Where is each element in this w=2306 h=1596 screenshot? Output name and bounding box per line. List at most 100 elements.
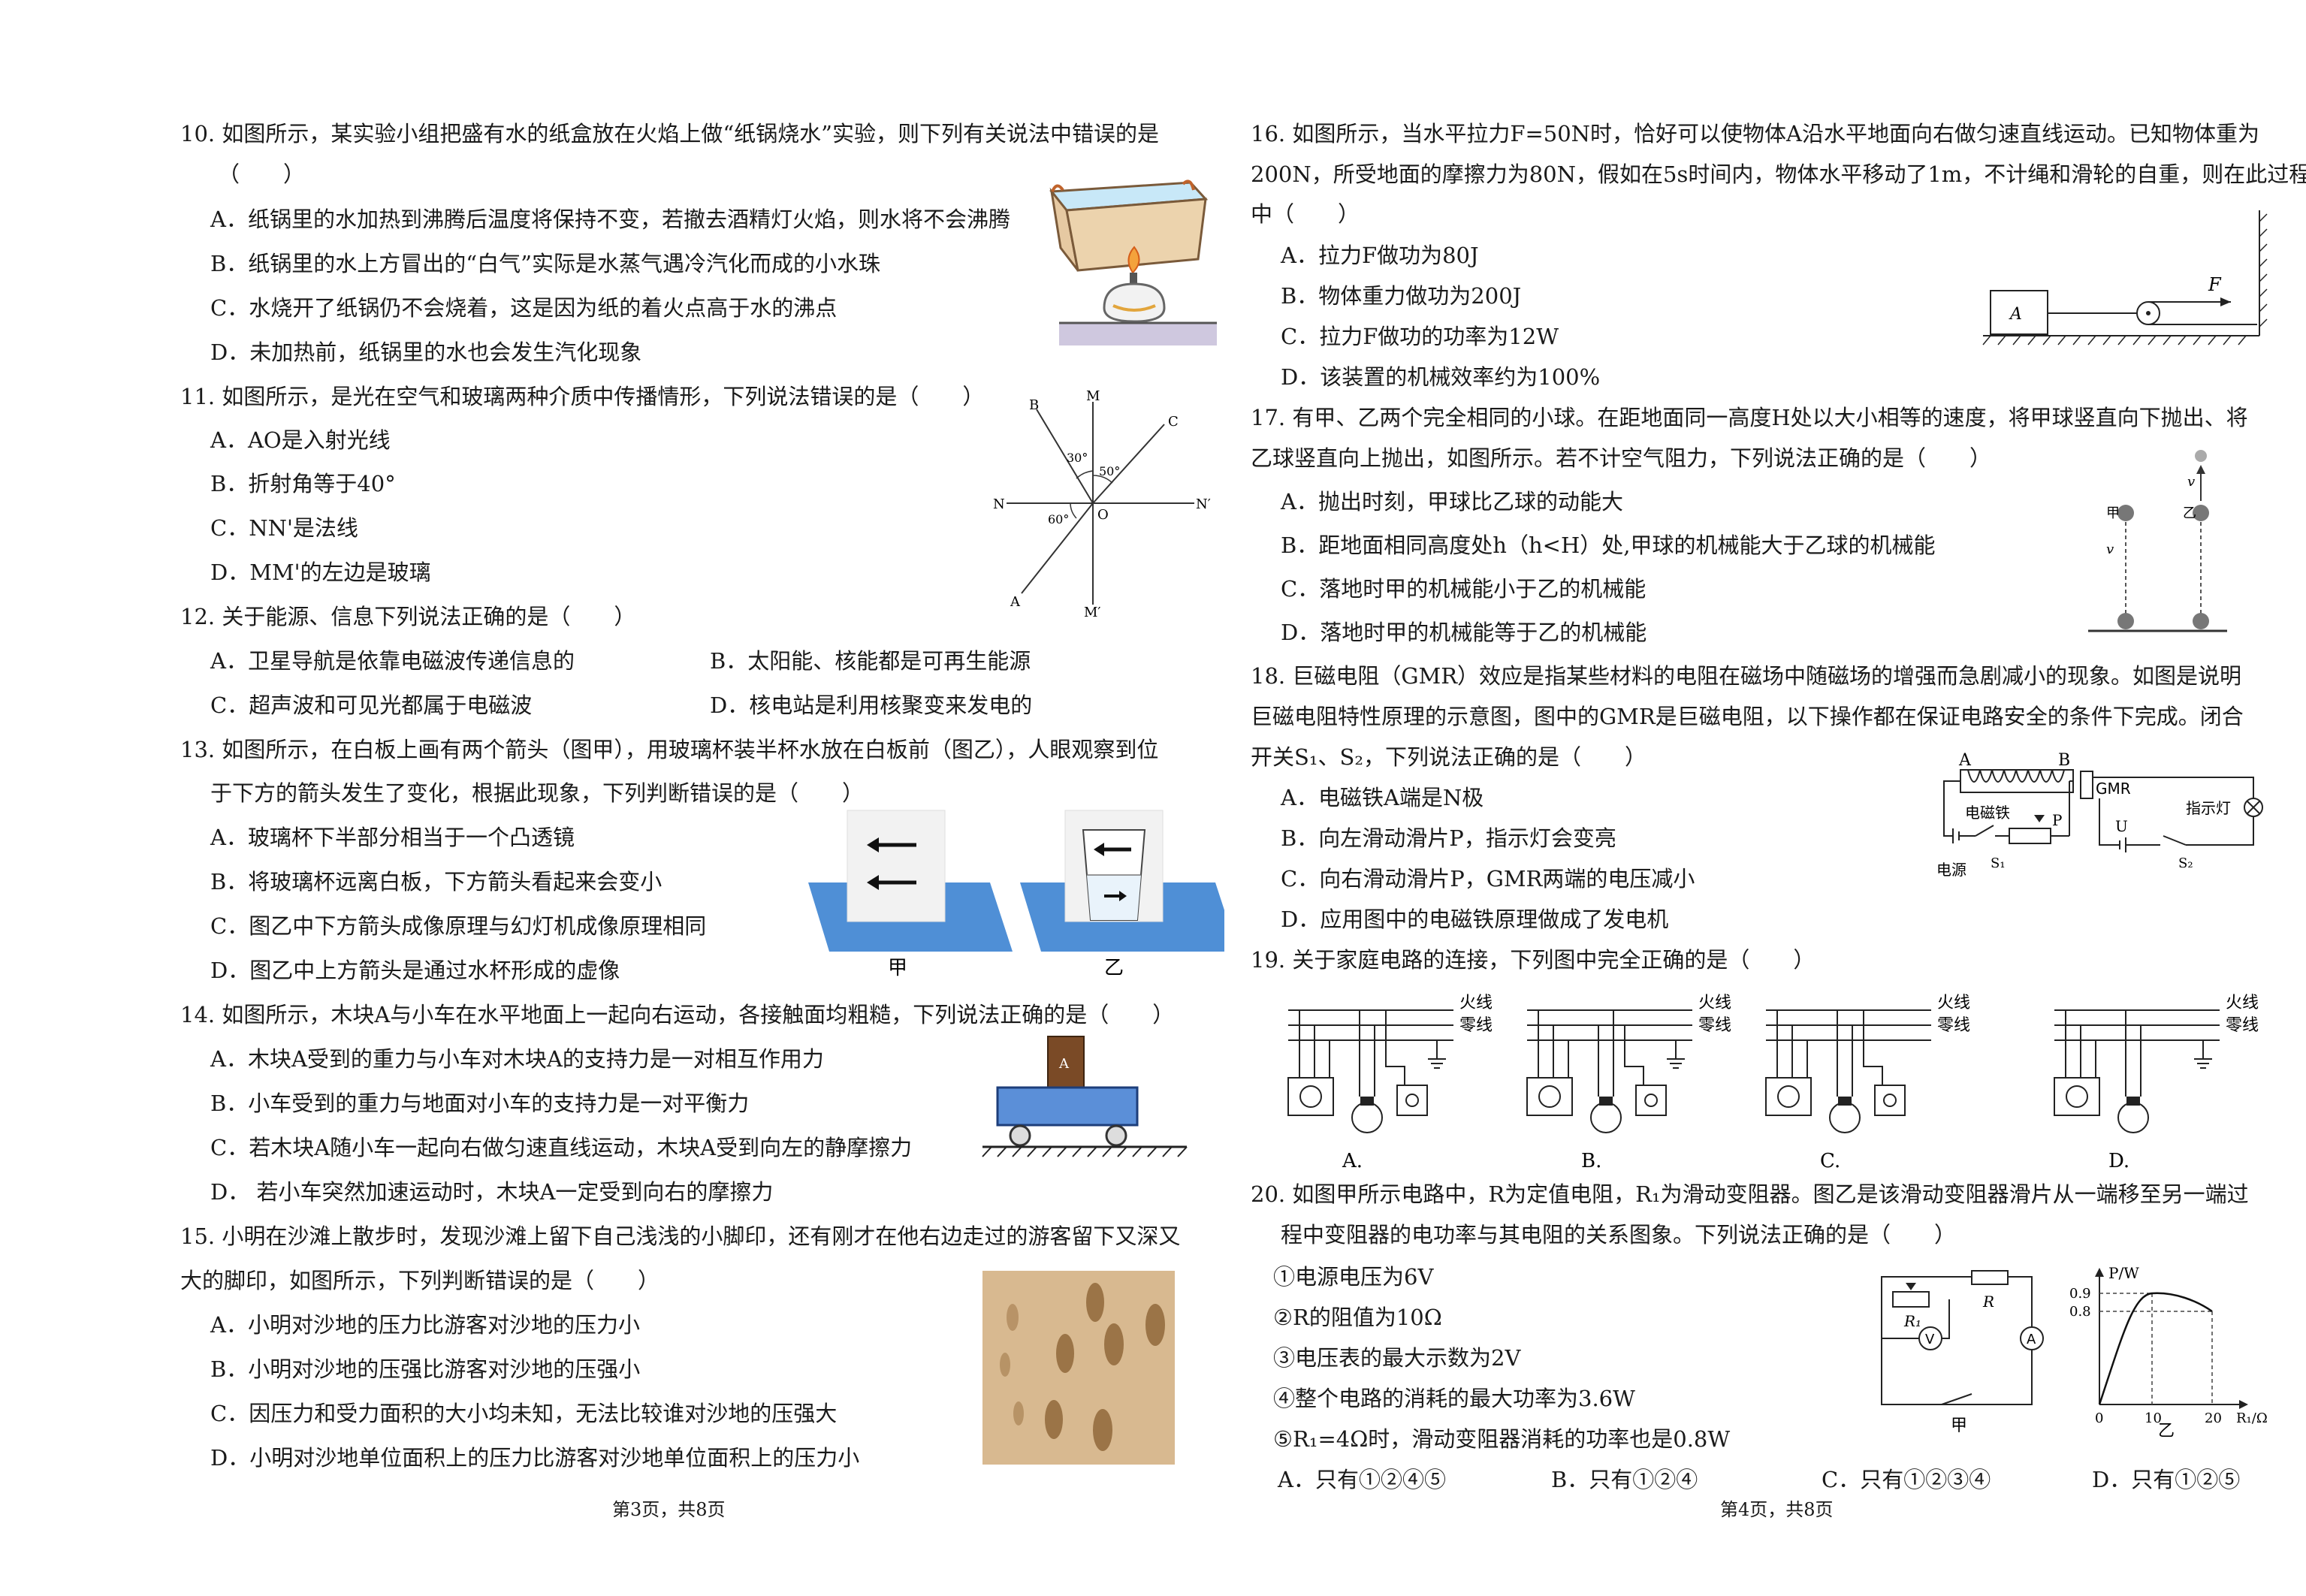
q18-option-c: C．向右滑动滑片P，GMR两端的电压减小 — [1281, 866, 1695, 892]
zero-line-label-c: 零线 — [1937, 1016, 1970, 1035]
paper-pot-figure — [1049, 180, 1217, 345]
angle-30: 30° — [1067, 451, 1088, 465]
q13-option-d: D．图乙中上方箭头是通过水杯形成的虚像 — [210, 958, 620, 983]
ray-label-n-prime: N′ — [1196, 496, 1211, 512]
ray-label-a: A — [1010, 594, 1021, 610]
q20-choice-b: B．只有①②④ — [1551, 1467, 1698, 1492]
q19-stem: 19. 关于家庭电路的连接，下列图中完全正确的是（ ） — [1251, 947, 1816, 973]
x-axis-label: R₁/Ω — [2236, 1410, 2268, 1426]
q10-option-b: B．纸锅里的水上方冒出的“白气”实际是水蒸气遇冷汽化而成的小水珠 — [210, 251, 880, 276]
fire-line-label-b: 火线 — [1698, 994, 1731, 1012]
q10-option-c: C．水烧开了纸锅仍不会烧着，这是因为纸的着火点高于水的沸点 — [210, 295, 838, 321]
q20-stem-line1: 20. 如图甲所示电路中，R为定值电阻，R₁为滑动变阻器。图乙是该滑动变阻器滑片… — [1251, 1181, 2249, 1207]
q20-stem-line2: 程中变阻器的电功率与其电阻的关系图象。下列说法正确的是（ ） — [1281, 1222, 1957, 1248]
q13-stem-line1: 13. 如图所示，在白板上画有两个箭头（图甲），用玻璃杯装半杯水放在白板前（图乙… — [180, 737, 1159, 762]
cart-figure: A — [982, 1036, 1188, 1157]
q18-stem-line1: 18. 巨磁电阻（GMR）效应是指某些材料的电阻在磁场中随磁场的增强而急剧减小的… — [1251, 663, 2242, 689]
pulley-figure: A F — [1982, 210, 2268, 345]
fire-line-label-a: 火线 — [1459, 994, 1493, 1012]
q16-stem-line2: 200N，所受地面的摩擦力为80N，假如在5s时间内，物体水平移动了1m，不计绳… — [1251, 161, 2306, 187]
q16-option-c: C．拉力F做功的功率为12W — [1281, 324, 1559, 349]
balls-figure: v 乙 甲 v — [2088, 450, 2227, 632]
q10-stem-line2: （ ） — [218, 161, 306, 187]
q11-option-b: B．折射角等于40° — [210, 471, 396, 496]
q16-stem-line3: 中（ ） — [1251, 201, 1360, 227]
q12-stem: 12. 关于能源、信息下列说法正确的是（ ） — [180, 604, 636, 629]
ray-label-o: O — [1097, 507, 1109, 523]
block-a-label: A — [1058, 1056, 1070, 1072]
q13-option-b: B．将玻璃杯远离白板，下方箭头看起来会变小 — [210, 869, 663, 895]
fig-caption-jia: 甲 — [1951, 1416, 1967, 1435]
x-tick-20: 20 — [2205, 1410, 2222, 1426]
q11-option-d: D．MM'的左边是玻璃 — [210, 560, 431, 585]
q14-option-b: B．小车受到的重力与地面对小车的支持力是一对平衡力 — [210, 1091, 750, 1116]
x-tick-0: 0 — [2095, 1410, 2103, 1426]
zero-line-label-d: 零线 — [2226, 1016, 2259, 1035]
q17-option-a: A．抛出时刻，甲球比乙球的动能大 — [1281, 489, 1623, 514]
q10-option-a: A．纸锅里的水加热到沸腾后温度将保持不变，若撤去酒精灯火焰，则水将不会沸腾 — [210, 207, 1010, 232]
caption-c: C. — [1820, 1150, 1840, 1172]
angle-50: 50° — [1099, 464, 1120, 478]
electromagnet-label: 电磁铁 — [1965, 804, 2010, 822]
q17-option-c: C．落地时甲的机械能小于乙的机械能 — [1281, 576, 1646, 602]
q11-option-a: A．AO是入射光线 — [210, 427, 391, 453]
q11-stem: 11. 如图所示，是光在空气和玻璃两种介质中传播情形，下列说法错误的是（ ） — [180, 384, 985, 409]
circuit-option-c: 火线 零线 C. — [1765, 994, 1970, 1172]
q12-option-b: B．太阳能、核能都是可再生能源 — [710, 648, 1031, 674]
q15-stem-line2: 大的脚印，如图所示，下列判断错误的是（ ） — [180, 1268, 660, 1293]
q16-option-d: D．该装置的机械效率约为100% — [1281, 364, 1601, 390]
circuit-option-a: 火线 零线 A. — [1287, 994, 1493, 1172]
q12-option-d: D．核电站是利用核聚变来发电的 — [710, 692, 1033, 718]
q17-stem-line1: 17. 有甲、乙两个完全相同的小球。在距地面同一高度H处以大小相等的速度，将甲球… — [1251, 405, 2248, 430]
q15-option-b: B．小明对沙地的压强比游客对沙地的压强小 — [210, 1356, 641, 1382]
block-a-label: A — [2009, 305, 2022, 324]
v-label-yi: v — [2187, 474, 2195, 490]
q18-option-a: A．电磁铁A端是N极 — [1281, 785, 1484, 810]
q11-option-c: C．NN'是法线 — [210, 515, 358, 541]
angle-60: 60° — [1048, 512, 1069, 526]
q18-stem-line3: 开关S₁、S₂，下列说法正确的是（ ） — [1251, 744, 1646, 770]
fire-line-label-d: 火线 — [2226, 994, 2259, 1012]
q16-option-a: A．拉力F做功为80J — [1281, 243, 1479, 268]
pole-a-label: A — [1958, 751, 1972, 770]
q14-option-d: D． 若小车突然加速运动时，木块A一定受到向右的摩擦力 — [210, 1179, 774, 1205]
power-source-label: 电源 — [1936, 861, 1966, 879]
voltmeter-v-label: V — [1925, 1332, 1935, 1347]
q20-choice-c: C．只有①②③④ — [1822, 1467, 1991, 1492]
r1-label: R₁ — [1903, 1312, 1921, 1330]
footprints-photo — [982, 1271, 1175, 1465]
q14-stem: 14. 如图所示，木块A与小车在水平地面上一起向右运动，各接触面均粗糙，下列说法… — [180, 1002, 1175, 1027]
ray-label-c: C — [1168, 414, 1179, 430]
q13-stem-line2: 于下方的箭头发生了变化，根据此现象，下列判断错误的是（ ） — [210, 780, 865, 806]
switch-s2-label: S₂ — [2178, 855, 2193, 871]
caption-b: B. — [1581, 1150, 1601, 1172]
q15-option-d: D．小明对沙地单位面积上的压力比游客对沙地单位面积上的压力小 — [210, 1445, 860, 1471]
arrow-lens-figure: 甲 乙 — [808, 810, 1224, 979]
q16-stem-line1: 16. 如图所示，当水平拉力F=50N时，恰好可以使物体A沿水平地面向右做匀速直… — [1251, 121, 2259, 146]
q17-stem-line2: 乙球竖直向上抛出，如图所示。若不计空气阻力，下列说法正确的是（ ） — [1251, 445, 1992, 471]
q15-stem-line1: 15. 小明在沙滩上散步时，发现沙滩上留下自己浅浅的小脚印，还有刚才在他右边走过… — [180, 1223, 1181, 1249]
page-number-left: 第3页，共8页 — [612, 1499, 726, 1520]
y-tick-09: 0.9 — [2069, 1286, 2091, 1302]
fig-caption-yi: 乙 — [1104, 957, 1124, 979]
q18-stem-line2: 巨磁电阻特性原理的示意图，图中的GMR是巨磁电阻，以下操作都在保证电路安全的条件… — [1251, 704, 2244, 729]
slider-p-label: P — [2052, 811, 2062, 829]
fig-caption-jia: 甲 — [888, 957, 907, 979]
r-label: R — [1982, 1293, 1994, 1311]
v-label-jia: v — [2106, 542, 2114, 557]
gmr-circuit-figure: A B 电磁铁 GMR P 电源 S₁ 指示灯 U S₂ — [1936, 751, 2263, 879]
q10-option-d: D．未加热前，纸锅里的水也会发生汽化现象 — [210, 339, 642, 365]
gmr-label: GMR — [2096, 780, 2131, 798]
ray-label-m: M — [1086, 388, 1100, 404]
zero-line-label-b: 零线 — [1698, 1016, 1731, 1035]
zero-line-label-a: 零线 — [1459, 1016, 1493, 1035]
fire-line-label-c: 火线 — [1937, 994, 1970, 1012]
q17-option-b: B．距地面相同高度处h（h<H）处,甲球的机械能大于乙球的机械能 — [1281, 533, 1936, 558]
q13-option-c: C．图乙中下方箭头成像原理与幻灯机成像原理相同 — [210, 913, 707, 939]
indicator-lamp-label: 指示灯 — [2186, 799, 2231, 817]
page-number-right: 第4页，共8页 — [1720, 1499, 1834, 1520]
circuit-jia-figure: R₁ R V A 甲 — [1881, 1270, 2044, 1435]
y-axis-label: P/W — [2108, 1264, 2139, 1282]
fig-caption-yi: 乙 — [2158, 1422, 2175, 1438]
q12-option-c: C．超声波和可见光都属于电磁波 — [210, 692, 533, 718]
